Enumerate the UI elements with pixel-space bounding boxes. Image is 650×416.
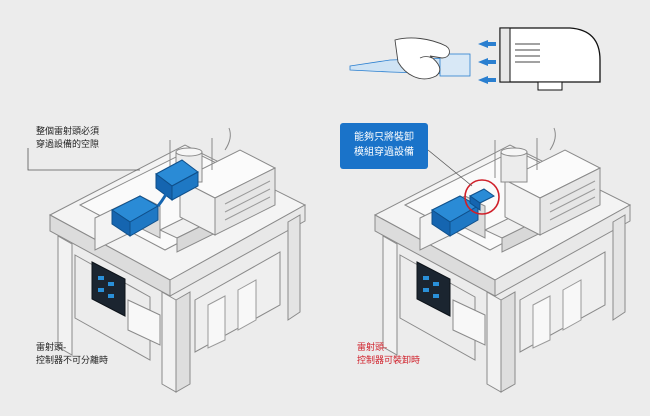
callout-right: 能夠只將裝卸 模組穿過設備 bbox=[340, 123, 428, 169]
highlight-circle bbox=[464, 179, 500, 215]
label-right-bottom: 雷射頭- 控制器可裝卸時 bbox=[357, 343, 421, 366]
label-left-top: 整個雷射頭必須 穿過設備的空隙 bbox=[36, 127, 100, 150]
insertion-illustration bbox=[349, 27, 601, 91]
leader-line-right bbox=[427, 149, 473, 187]
leader-line-left bbox=[27, 148, 140, 171]
label-left-bottom: 雷射頭- 控制器不可分離時 bbox=[36, 343, 109, 366]
laser-head-left bbox=[111, 159, 199, 237]
